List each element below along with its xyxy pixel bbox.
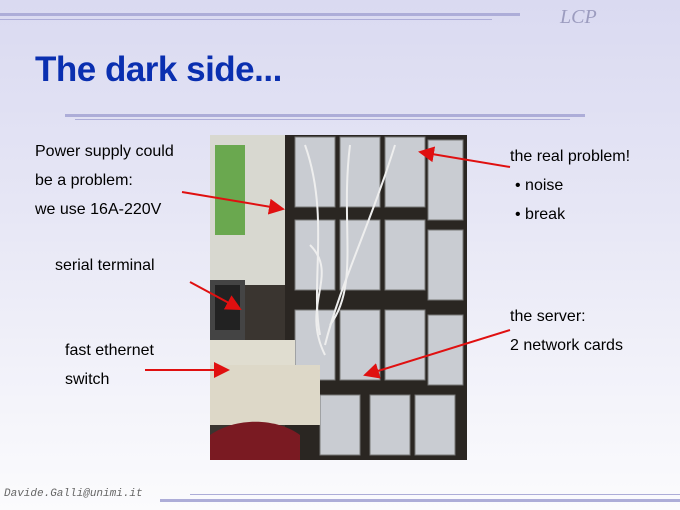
real-problem-heading: the real problem! — [510, 148, 631, 165]
switch-line-2: switch — [65, 371, 110, 388]
server-line-2: 2 network cards — [510, 337, 623, 354]
server-note: the server: 2 network cards — [510, 302, 623, 360]
real-problem-note: the real problem! • noise • break — [510, 142, 630, 229]
server-line-1: the server: — [510, 308, 586, 325]
footer-rule-thin — [190, 494, 680, 495]
top-rule-thin — [0, 19, 492, 20]
logo: LCP — [560, 6, 597, 28]
power-line-2: be a problem: — [35, 172, 133, 189]
power-supply-note: Power supply could be a problem: we use … — [35, 137, 174, 224]
power-line-1: Power supply could — [35, 143, 174, 160]
power-line-3: we use 16A-220V — [35, 201, 162, 218]
top-rule-thick — [0, 13, 520, 16]
switch-note: fast ethernet switch — [65, 336, 154, 394]
server-rack-photo — [210, 135, 467, 460]
bullet-text: break — [525, 206, 566, 223]
real-problem-arrow — [418, 146, 511, 168]
serial-terminal-label: serial terminal — [55, 257, 155, 274]
page-title: The dark side... — [35, 50, 282, 89]
power-arrow — [181, 191, 285, 215]
footer-rule-thick — [160, 499, 680, 502]
switch-line-1: fast ethernet — [65, 342, 154, 359]
title-rule-thick — [65, 114, 585, 117]
bullet-text: noise — [525, 177, 564, 194]
title-rule-thin — [75, 119, 570, 120]
bullet-noise: • noise — [515, 177, 564, 194]
server-arrow — [363, 329, 511, 379]
serial-arrow — [189, 281, 242, 310]
footer-email: Davide.Galli@unimi.it — [4, 488, 143, 500]
bullet-break: • break — [515, 206, 566, 223]
